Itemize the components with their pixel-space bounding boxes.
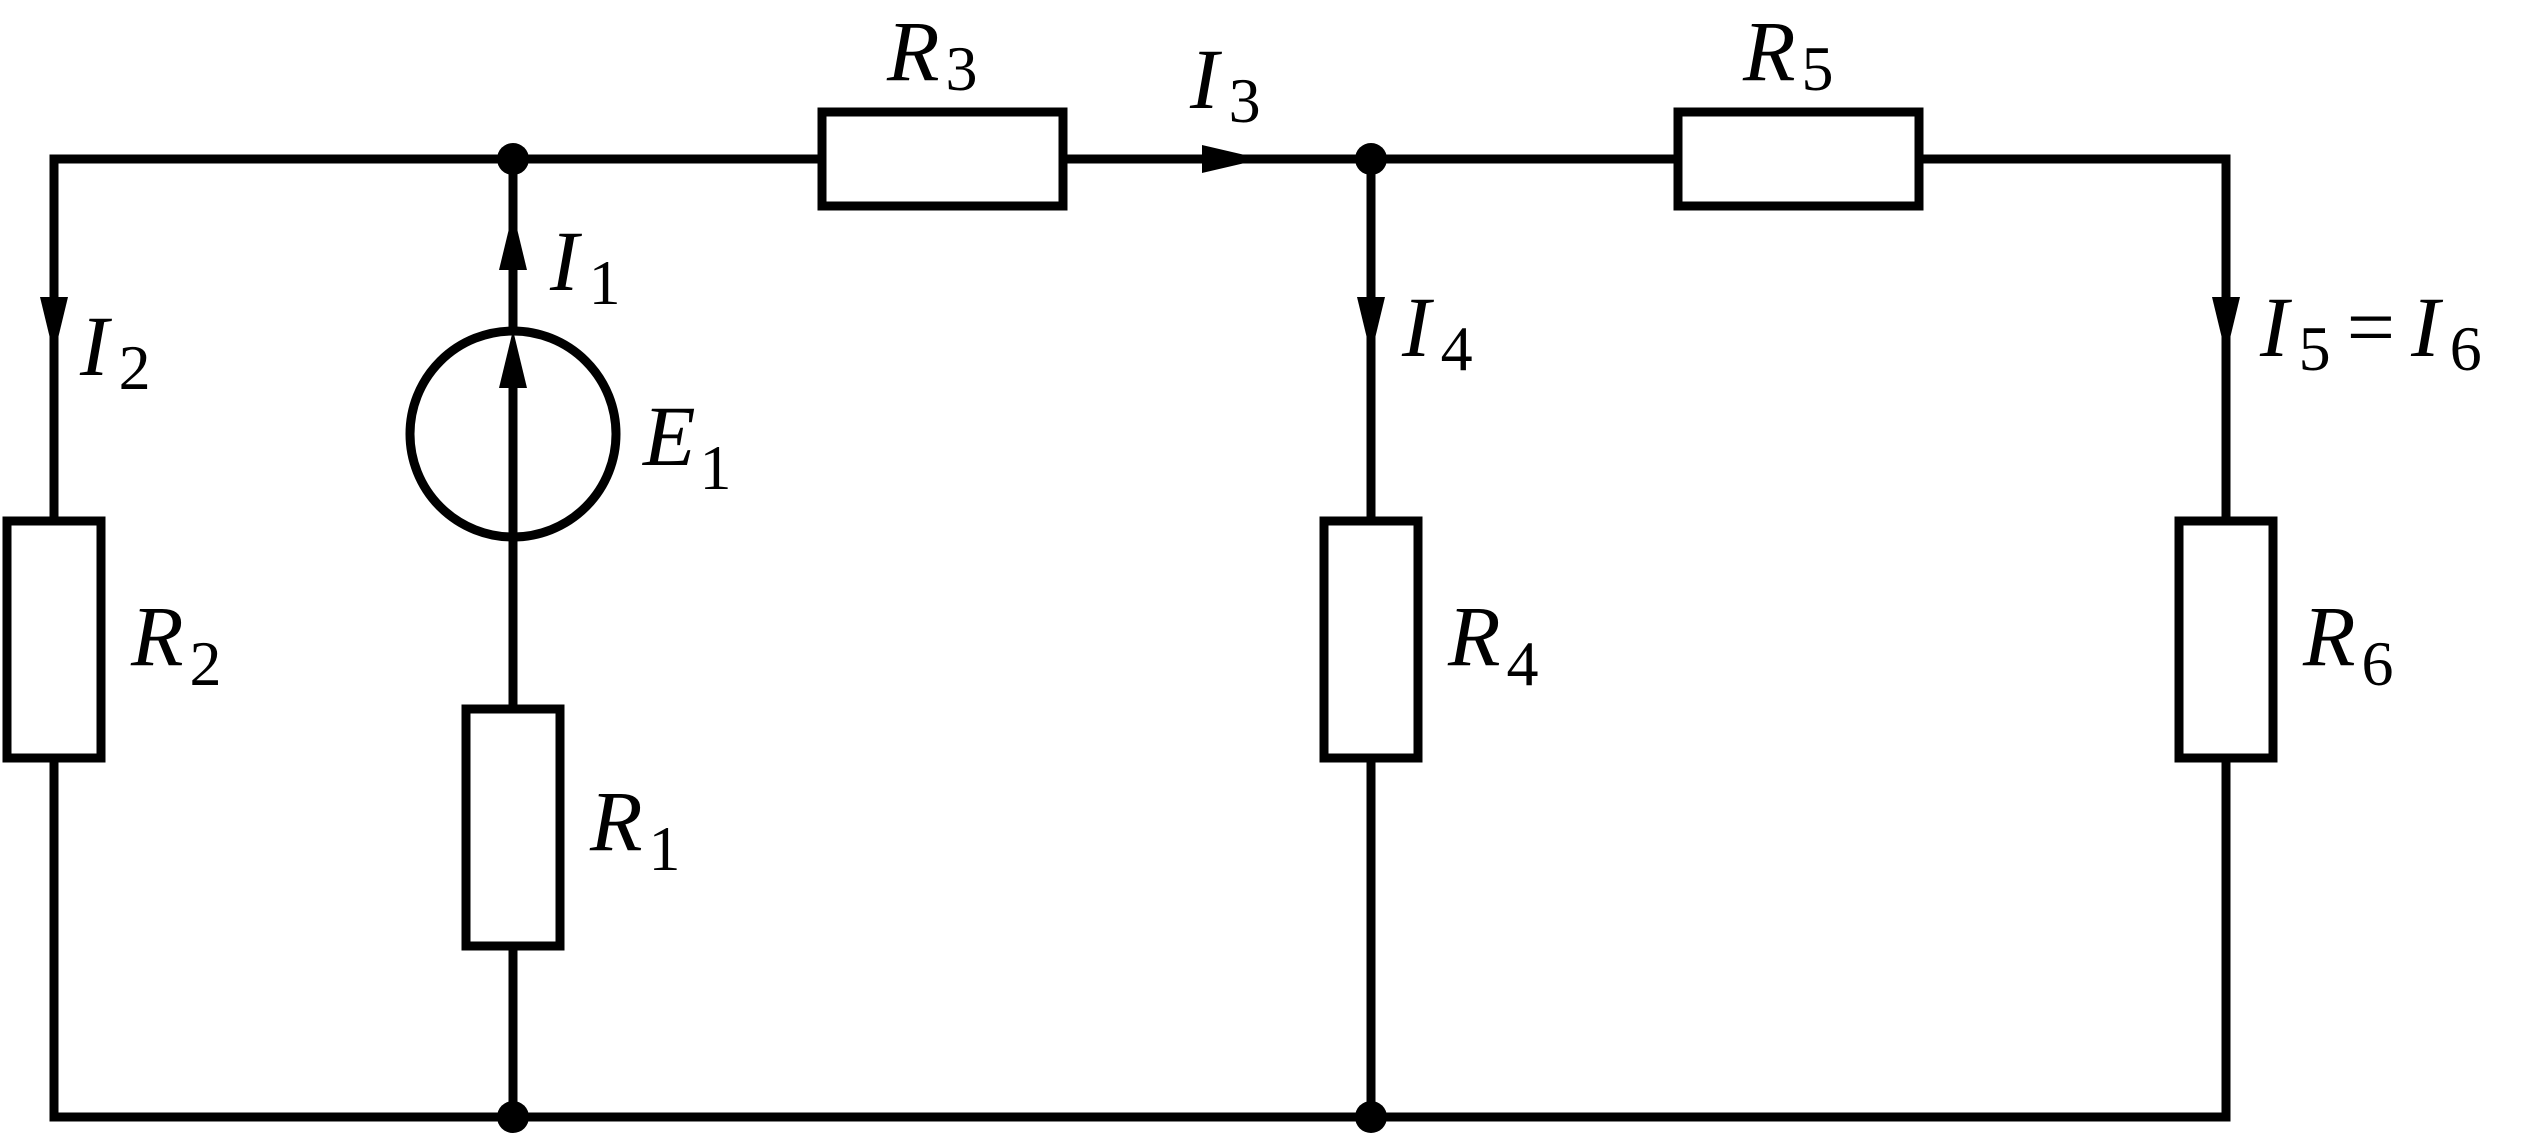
i3-arrow-icon (1202, 145, 1262, 173)
node-top-mid (1355, 143, 1387, 175)
i2-arrow-icon (40, 297, 68, 355)
label-r3: R3 (886, 3, 978, 104)
label-r1: R1 (589, 773, 681, 884)
node-bottom-left (497, 1101, 529, 1133)
resistors (2, 107, 2278, 951)
wires (49, 154, 2231, 1122)
i5-arrow-icon (2212, 297, 2240, 355)
resistor-r3 (817, 107, 1068, 211)
node-bottom-mid (1355, 1101, 1387, 1133)
label-e1: E1 (641, 388, 732, 503)
label-r6: R6 (2302, 588, 2394, 699)
i1-arrow-icon (499, 212, 527, 270)
i4-arrow-icon (1357, 297, 1385, 355)
voltage-source-e1 (405, 326, 621, 542)
source-arrow-icon (499, 330, 527, 388)
label-r5: R5 (1742, 3, 1834, 104)
resistor-r5 (1673, 107, 1924, 211)
label-r4: R4 (1447, 588, 1539, 699)
node-top-left (497, 143, 529, 175)
resistor-r2 (2, 516, 106, 763)
current-arrows (40, 145, 2240, 355)
label-r2: R2 (130, 588, 222, 699)
junction-nodes (497, 143, 1387, 1133)
resistor-r4 (1319, 516, 1423, 763)
resistor-r6 (2174, 516, 2278, 763)
resistor-r1 (461, 704, 565, 951)
